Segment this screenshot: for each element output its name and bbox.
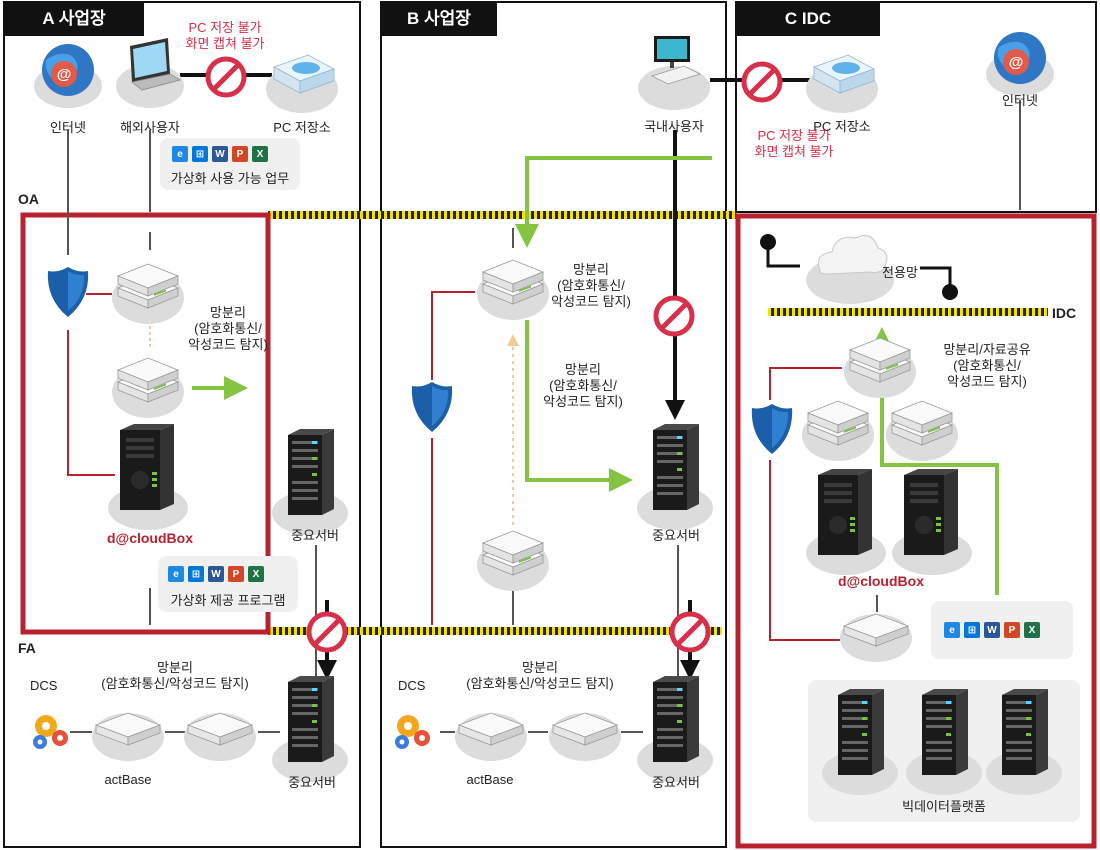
idc-boundary-tape — [768, 308, 1048, 316]
file-share-appliance-icon — [839, 613, 913, 663]
cloudbox-server-icon — [806, 469, 886, 575]
zone-b-tab: B 사업장 — [381, 2, 497, 36]
pc-storage-icon — [265, 54, 339, 114]
virt-program-label: 가상화 제공 프로그램 — [170, 593, 286, 608]
network-appliance-icon — [548, 712, 622, 762]
actbase-label: actBase — [466, 772, 514, 787]
actbase-label: actBase — [104, 772, 152, 787]
excel-icon: X — [1024, 622, 1040, 638]
fa-boundary-tape — [268, 627, 722, 635]
network-switch-icon — [476, 530, 550, 592]
virt-program-panel — [158, 556, 298, 612]
zone-a-secure-box — [20, 212, 271, 635]
fa-netsep-label: 망분리 (암호화통신/악성코드 탐지) — [101, 660, 249, 691]
core-server-label: 중요서버 — [291, 528, 339, 543]
ie-icon: e — [168, 566, 184, 582]
internet-globe-icon — [34, 44, 102, 108]
internet-globe-icon — [986, 32, 1054, 96]
windows-icon: ⊞ — [964, 622, 980, 638]
cloudbox-label: d@cloudBox — [838, 573, 924, 589]
prohibited-icon — [656, 298, 692, 334]
ie-icon: e — [944, 622, 960, 638]
domestic-user-label: 국내사용자 — [644, 119, 704, 134]
excel-icon: X — [252, 146, 268, 162]
app-icon-row: e ⊞ W P X — [168, 566, 264, 582]
laptop-icon — [115, 37, 185, 109]
powerpoint-icon: P — [1004, 622, 1020, 638]
zone-c-tab: C IDC — [736, 2, 880, 36]
pc-storage-label: PC 저장소 — [813, 119, 871, 134]
netsep-label: 망분리 (암호화통신/ 악성코드 탐지) — [188, 305, 268, 352]
pc-warning-label: PC 저장 불가 화면 캡쳐 불가 — [185, 20, 265, 51]
gears-icon — [395, 715, 430, 749]
zone-a-tab: A 사업장 — [4, 2, 144, 36]
core-server-icon — [637, 424, 713, 530]
internet-label: 인터넷 — [50, 120, 86, 135]
network-appliance-icon — [183, 712, 257, 762]
cloudbox-server-icon — [108, 424, 188, 530]
prohibited-icon — [744, 64, 780, 100]
netsep-label: 망분리 (암호화통신/ 악성코드 탐지) — [543, 362, 623, 409]
zone-c-frame — [735, 1, 1097, 213]
core-server-icon — [272, 676, 348, 782]
network-switch-icon — [111, 357, 185, 419]
actbase-appliance-icon — [91, 712, 165, 762]
gears-icon — [33, 715, 68, 749]
dedicated-line-label: 전용망 — [882, 265, 918, 280]
excel-icon: X — [248, 566, 264, 582]
desktop-icon — [637, 35, 711, 111]
dcs-label: DCS — [398, 678, 426, 693]
cloudbox-server-icon — [892, 469, 972, 575]
pc-warning-label: PC 저장 불가 화면 캡쳐 불가 — [754, 128, 834, 159]
cloudbox-label: d@cloudBox — [107, 530, 193, 546]
word-icon: W — [984, 622, 1000, 638]
overseas-user-label: 해외사용자 — [120, 120, 180, 135]
virt-tasks-label: 가상화 사용 가능 업무 — [170, 171, 290, 186]
oa-label: OA — [18, 191, 39, 207]
actbase-appliance-icon — [454, 712, 528, 762]
fa-netsep-label: 망분리 (암호화통신/악성코드 탐지) — [466, 660, 614, 691]
bigdata-label: 빅데이터플랫폼 — [902, 799, 986, 814]
network-switch-icon — [843, 337, 917, 399]
network-switch-icon — [111, 263, 185, 325]
oa-boundary-tape — [268, 211, 736, 219]
netsep-share-label: 망분리/자료공유 (암호화통신/ 악성코드 탐지) — [943, 342, 1031, 389]
powerpoint-icon: P — [228, 566, 244, 582]
prohibited-icon — [672, 614, 708, 650]
word-icon: W — [212, 146, 228, 162]
powerpoint-icon: P — [232, 146, 248, 162]
pc-storage-label: PC 저장소 — [273, 120, 331, 135]
zone-c-secure-box — [735, 213, 1097, 849]
prohibited-icon — [208, 59, 244, 95]
shield-icon — [751, 404, 793, 454]
pc-storage-icon — [805, 54, 879, 114]
network-switch-icon — [476, 259, 550, 321]
core-server-label: 중요서버 — [652, 775, 700, 790]
idc-label: IDC — [1052, 305, 1077, 321]
dcs-label: DCS — [30, 678, 58, 693]
core-server-label: 중요서버 — [652, 528, 700, 543]
shield-icon — [47, 267, 89, 317]
windows-icon: ⊞ — [188, 566, 204, 582]
network-switch-icon — [801, 400, 875, 462]
app-icon-row: e ⊞ W P X — [944, 622, 1040, 638]
ie-icon: e — [172, 146, 188, 162]
prohibited-icon — [309, 614, 345, 650]
netsep-label: 망분리 (암호화통신/ 악성코드 탐지) — [551, 262, 631, 309]
core-server-icon — [272, 429, 348, 535]
app-icon-row: e ⊞ W P X — [172, 146, 268, 162]
zone-b-frame — [380, 1, 727, 848]
zone-a-frame — [3, 1, 361, 848]
word-icon: W — [208, 566, 224, 582]
core-server-label: 중요서버 — [288, 775, 336, 790]
windows-icon: ⊞ — [192, 146, 208, 162]
internet-label: 인터넷 — [1002, 93, 1038, 108]
shield-icon — [411, 382, 453, 432]
core-server-icon — [637, 676, 713, 782]
network-switch-icon — [885, 400, 959, 462]
fa-label: FA — [18, 640, 36, 656]
